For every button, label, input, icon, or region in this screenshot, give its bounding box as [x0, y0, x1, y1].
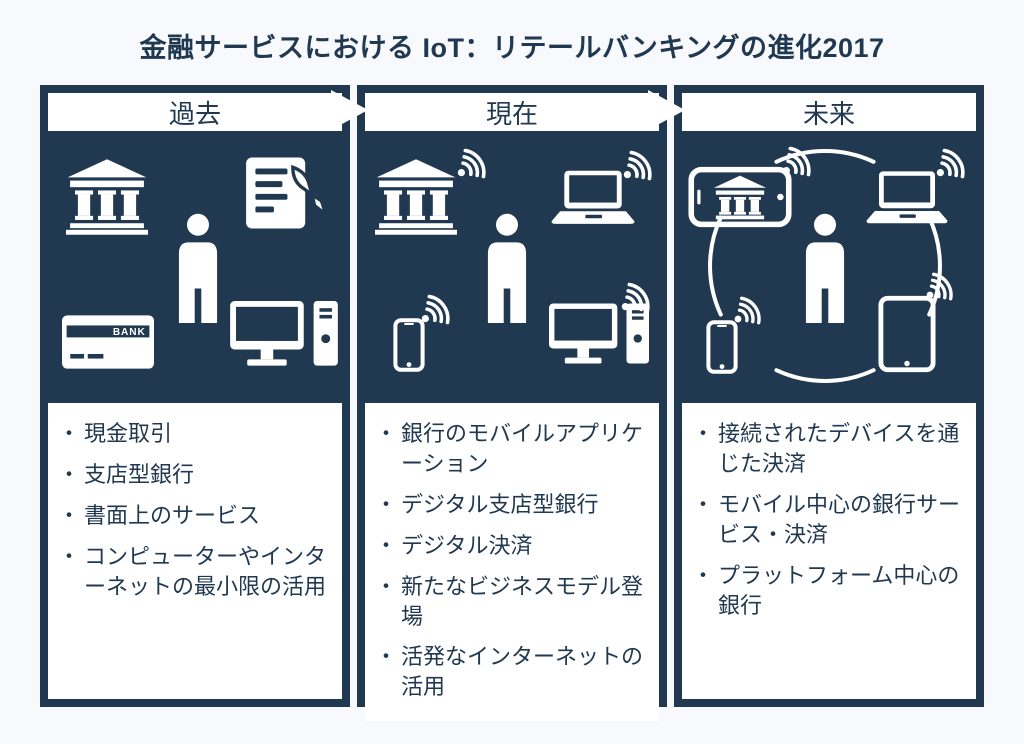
list-item: 書面上のサービス [58, 501, 332, 531]
bank-icon [375, 159, 457, 235]
wifi-icon [419, 293, 451, 325]
list-item: 現金取引 [58, 419, 332, 449]
panel-future-list: 接続されたデバイスを通じた決済 モバイル中心の銀行サービス・決済 プラットフォー… [682, 403, 976, 699]
person-icon [176, 213, 220, 323]
credit-card-brand-label: BANK [113, 327, 146, 338]
panel-past-header-label: 過去 [168, 98, 221, 129]
mobile-banking-phone-icon [688, 165, 792, 229]
wifi-icon [455, 147, 487, 179]
person-icon [485, 213, 529, 323]
desktop-computer-icon [230, 301, 338, 371]
panel-present-header-label: 現在 [485, 98, 538, 129]
list-item: 銀行のモバイルアプリケーション [375, 419, 649, 479]
wifi-icon [780, 145, 812, 177]
list-item: 新たなビジネスモデル登場 [375, 572, 649, 632]
document-pen-icon [246, 155, 334, 231]
list-item: デジタル決済 [375, 531, 649, 561]
list-item: デジタル支店型銀行 [375, 490, 649, 520]
page-title: 金融サービスにおける IoT：リテールバンキングの進化2017 [139, 33, 885, 63]
arrow-present-to-future-icon [648, 90, 685, 130]
wifi-icon [621, 149, 653, 181]
wifi-icon [619, 281, 651, 313]
bank-icon [66, 159, 148, 235]
smartphone-icon [393, 317, 425, 373]
tablet-icon [878, 295, 936, 373]
panel-past-list: 現金取引 支店型銀行 書面上のサービス コンピューターやインターネットの最小限の… [48, 403, 342, 699]
list-item: 接続されたデバイスを通じた決済 [692, 419, 966, 479]
timeline-columns: 過去 BANK 現金取引 支店型銀行 書面上のサービス コンピューターやインター… [40, 85, 984, 722]
list-item: コンピューターやインターネットの最小限の活用 [58, 542, 332, 602]
panel-present: 現在 銀行のモバイルアプリケーション デジタル支店型銀行 デジタル決済 新たなビ… [357, 85, 667, 722]
arrow-past-to-present-icon [331, 90, 368, 130]
smartphone-icon [706, 319, 738, 375]
panel-future-header: 未来 [682, 93, 976, 131]
panel-past: 過去 BANK 現金取引 支店型銀行 書面上のサービス コンピューターやインター… [40, 85, 350, 707]
panel-past-icons: BANK [48, 131, 342, 403]
list-item: プラットフォーム中心の銀行 [692, 561, 966, 621]
list-item: 支店型銀行 [58, 460, 332, 490]
person-icon [803, 213, 847, 323]
wifi-icon [732, 295, 762, 325]
wifi-icon [934, 147, 966, 179]
panel-future-icons [682, 131, 976, 403]
panel-future: 未来 接続されたデバイスを通じた決済 [674, 85, 984, 707]
list-item: モバイル中心の銀行サービス・決済 [692, 490, 966, 550]
credit-card-icon: BANK [62, 315, 154, 369]
wifi-icon [924, 271, 954, 301]
list-item: 活発なインターネットの活用 [375, 642, 649, 702]
panel-present-list: 銀行のモバイルアプリケーション デジタル支店型銀行 デジタル決済 新たなビジネス… [365, 403, 659, 722]
panel-present-icons [365, 131, 659, 403]
panel-present-header: 現在 [365, 93, 659, 131]
panel-future-header-label: 未来 [802, 98, 855, 129]
panel-past-header: 過去 [48, 93, 342, 131]
